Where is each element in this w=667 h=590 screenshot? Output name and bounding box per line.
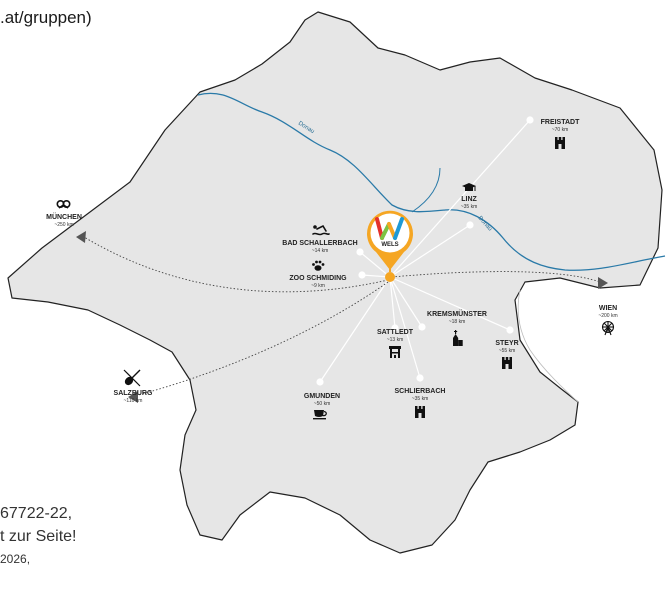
place-name-bad-schallerbach: BAD SCHALLERBACH xyxy=(282,240,357,247)
place-name-salzburg: SALZBURG xyxy=(114,390,153,397)
routes xyxy=(319,119,531,383)
place-schlierbach: SCHLIERBACH ~35 km xyxy=(395,388,446,418)
place-wien: WIEN ~200 km xyxy=(598,305,618,336)
place-dist-steyr: ~55 km xyxy=(499,348,516,354)
place-dist-zoo-schmiding: ~9 km xyxy=(311,283,325,289)
place-salzburg: SALZBURG ~110 km xyxy=(114,369,153,404)
place-dist-muenchen: ~250 km xyxy=(54,222,73,228)
place-name-kremsmuenster: KREMSMÜNSTER xyxy=(427,309,487,318)
place-linz: LINZ ~35 km xyxy=(461,183,478,210)
arrow-wien xyxy=(598,277,608,289)
long-distance-routes xyxy=(83,236,601,397)
arrow-salzburg xyxy=(128,391,138,403)
place-name-gmunden: GMUNDEN xyxy=(304,393,340,400)
place-zoo-schmiding: ZOO SCHMIDING ~9 km xyxy=(289,260,347,289)
church-icon xyxy=(453,330,463,346)
place-dist-kremsmuenster: ~18 km xyxy=(449,319,466,325)
text-snippet-top: .at/gruppen) xyxy=(0,8,92,27)
place-gmunden: GMUNDEN ~50 km xyxy=(304,393,340,420)
place-dist-bad-schallerbach: ~14 km xyxy=(312,248,329,254)
place-dist-gmunden: ~50 km xyxy=(314,401,331,407)
place-dist-linz: ~35 km xyxy=(461,204,478,210)
pretzel-icon xyxy=(56,199,71,209)
place-name-linz: LINZ xyxy=(461,196,477,203)
place-dist-salzburg: ~110 km xyxy=(124,398,143,404)
district-boundary xyxy=(517,289,579,403)
violin-icon xyxy=(123,369,141,387)
ferris-wheel-icon xyxy=(601,320,615,336)
place-name-steyr: STEYR xyxy=(495,340,518,347)
place-bad-schallerbach: BAD SCHALLERBACH ~14 km xyxy=(282,224,358,254)
place-name-wien: WIEN xyxy=(599,305,617,312)
text-snippet-phone: 67722-22, xyxy=(0,505,73,522)
river-branch-north xyxy=(411,167,441,213)
wels-marker: WELS xyxy=(367,210,413,282)
wels-logo-icon xyxy=(375,217,404,240)
castle-icon xyxy=(502,357,512,369)
castle-icon xyxy=(415,406,425,418)
castle-icon xyxy=(555,137,565,149)
place-dist-sattledt: ~13 km xyxy=(387,337,404,343)
region-outline xyxy=(7,11,663,554)
paw-icon xyxy=(312,260,325,271)
place-muenchen: MÜNCHEN ~250 km xyxy=(46,199,82,228)
place-dots xyxy=(316,116,534,386)
swimmer-icon xyxy=(312,224,330,236)
text-snippet-side: t zur Seite! xyxy=(0,528,77,545)
arrow-muenchen xyxy=(76,231,86,243)
place-dist-wien: ~200 km xyxy=(598,313,617,319)
text-snippet-year: 2026, xyxy=(0,552,31,566)
place-name-sattledt: SATTLEDT xyxy=(377,329,414,336)
place-dist-freistadt: ~70 km xyxy=(552,127,569,133)
wels-label: WELS xyxy=(381,242,398,248)
place-name-muenchen: MÜNCHEN xyxy=(46,212,82,221)
place-name-freistadt: FREISTADT xyxy=(541,119,580,126)
place-steyr: STEYR ~55 km xyxy=(495,340,519,369)
place-dist-schlierbach: ~35 km xyxy=(412,396,429,402)
graduation-cap-icon xyxy=(462,183,476,191)
river-donau xyxy=(197,92,666,271)
place-name-schlierbach: SCHLIERBACH xyxy=(395,388,446,395)
highway-icon xyxy=(389,346,401,358)
place-kremsmuenster: KREMSMÜNSTER ~18 km xyxy=(427,309,487,346)
place-freistadt: FREISTADT ~70 km xyxy=(541,119,580,149)
coffee-cup-icon xyxy=(313,410,327,420)
place-sattledt: SATTLEDT ~13 km xyxy=(377,329,414,358)
place-name-zoo-schmiding: ZOO SCHMIDING xyxy=(289,275,347,282)
